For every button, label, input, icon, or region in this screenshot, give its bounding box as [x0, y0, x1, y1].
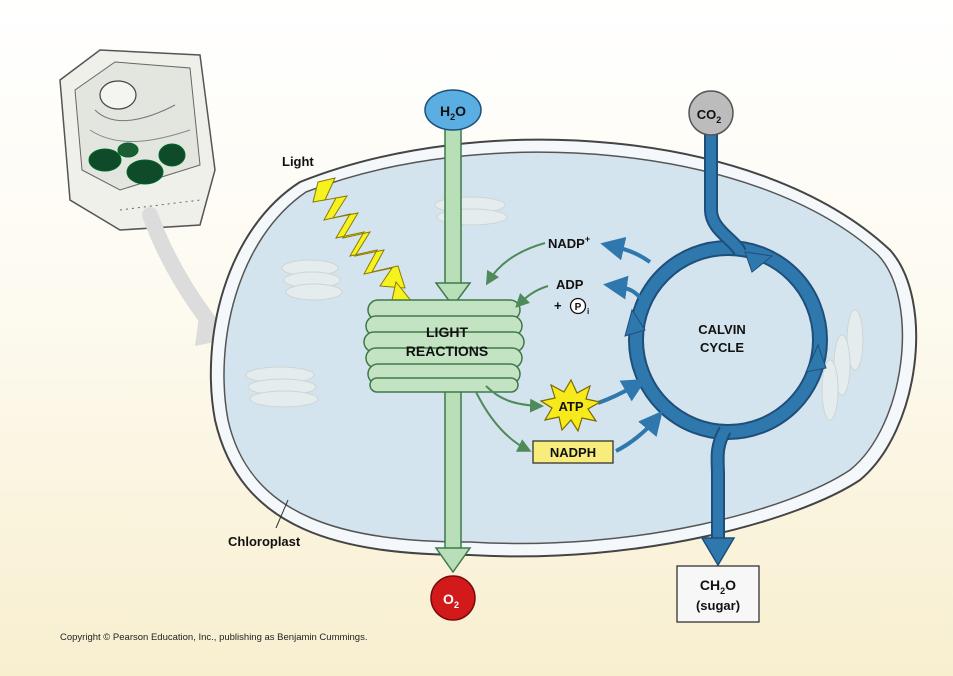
phosphate-icon: P i [569, 297, 589, 316]
calvin-label-line1: CALVIN [698, 322, 745, 337]
svg-text:i: i [587, 307, 589, 316]
chloroplast-label: Chloroplast [228, 534, 301, 549]
plant-cell-illustration [59, 49, 235, 346]
light-reactions-label-line1: LIGHT [426, 324, 468, 340]
nadp-plus-label: NADP+ [548, 234, 590, 251]
atp-label: ATP [558, 399, 583, 414]
light-reactions-label-line2: REACTIONS [406, 343, 488, 359]
svg-text:P: P [575, 302, 582, 313]
svg-text:H2O: H2O [440, 103, 466, 122]
light-label: Light [282, 154, 314, 169]
adp-label: ADP [556, 277, 584, 292]
sugar-box: CH2O (sugar) [676, 565, 760, 623]
svg-text:CH2O: CH2O [700, 577, 736, 596]
light-reactions-stack [363, 299, 525, 393]
h2o-molecule: H2O [424, 89, 482, 131]
svg-text:O2: O2 [443, 591, 459, 610]
nadph-box: NADPH [532, 440, 614, 464]
co2-molecule: CO2 [688, 90, 734, 136]
atp-starburst: ATP [539, 378, 602, 433]
sugar-label: (sugar) [696, 598, 740, 613]
light-bolt [312, 177, 414, 303]
svg-text:CO2: CO2 [697, 107, 722, 125]
calvin-cycle [597, 132, 828, 567]
o2-molecule: O2 [430, 575, 476, 621]
water-oxygen-arrow [434, 124, 472, 574]
nadp-return-arrow [485, 242, 546, 286]
nadph-label: NADPH [550, 445, 596, 460]
chloroplast-leader-line [275, 499, 289, 529]
copyright-notice: Copyright © Pearson Education, Inc., pub… [60, 632, 368, 643]
to-atp-arrow [485, 385, 544, 413]
pi-plus-sign: + [554, 298, 562, 313]
to-nadph-arrow [475, 391, 532, 452]
adp-return-arrow [515, 285, 549, 308]
calvin-label-line2: CYCLE [700, 340, 744, 355]
chloroplast [209, 138, 918, 558]
